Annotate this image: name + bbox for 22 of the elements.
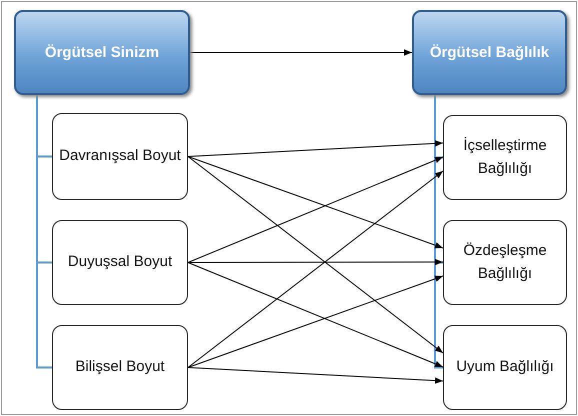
header-box	[412, 10, 567, 95]
arrow	[188, 140, 444, 157]
node-label: Özdeşleşme Bağlılığı	[462, 241, 548, 284]
category-box	[52, 113, 188, 200]
arrow	[188, 367, 444, 384]
category-box	[52, 325, 188, 410]
node-label: Davranışsal Boyut	[59, 146, 181, 166]
connector-line	[36, 95, 52, 368]
arrow	[188, 258, 444, 266]
node-label: Bilişsel Boyut	[75, 357, 165, 378]
category-box	[443, 220, 567, 305]
node-label: Duyuşsal Boyut	[68, 252, 172, 272]
node-label: İçselleştirme Bağlılığı	[462, 136, 548, 178]
category-box	[443, 325, 567, 410]
header-box	[14, 10, 190, 95]
node-label: Örgütsel Bağlılık	[430, 44, 550, 61]
category-box	[52, 220, 188, 305]
connector-line	[434, 95, 443, 368]
node-label: Uyum Bağlılığı	[456, 357, 554, 378]
arrow	[190, 49, 412, 56]
node-label: Örgütsel Sinizm	[44, 44, 160, 61]
category-box	[443, 115, 567, 200]
